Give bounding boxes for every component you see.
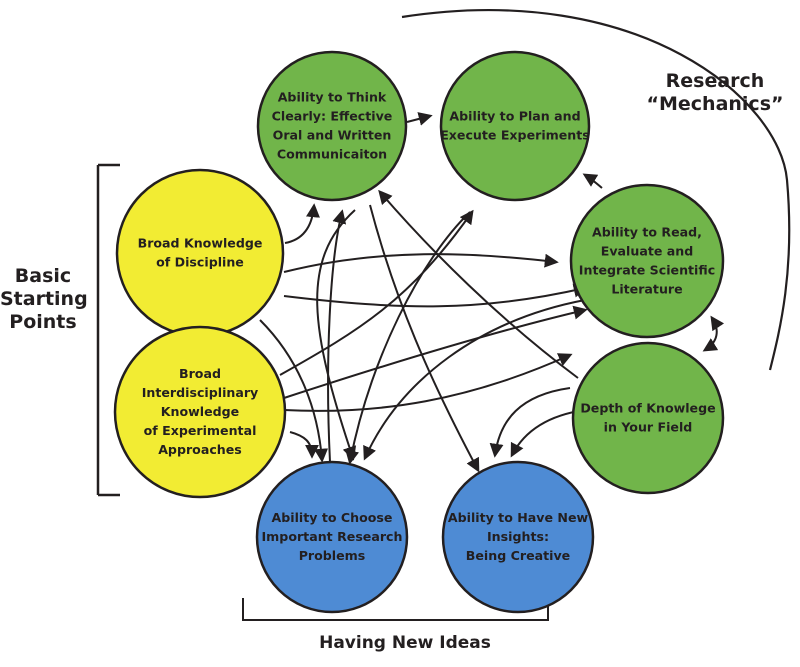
basic-label-line-1: Basic xyxy=(14,265,72,287)
node-label-choose-line-1: Ability to Choose xyxy=(272,510,393,525)
arrow xyxy=(489,387,571,458)
node-label-plan-line-2: Execute Experiments xyxy=(440,128,590,143)
arrow xyxy=(283,253,559,273)
arrow xyxy=(378,189,579,379)
node-label-insight-line-1: Ability to Have New xyxy=(448,510,589,525)
arrow xyxy=(345,211,471,465)
node-depth: Depth of Knowlege in Your Field xyxy=(571,341,725,495)
basic-bracket xyxy=(96,163,120,497)
basic-label-line-3: Points xyxy=(9,311,77,334)
node-label-insight-line-2: Insights: xyxy=(487,529,549,544)
node-label-inter-line-2: Interdisciplinary xyxy=(142,385,259,400)
node-circle-plan xyxy=(439,50,591,202)
arrow xyxy=(702,315,725,352)
node-label-depth-line-2: in Your Field xyxy=(604,420,693,435)
node-label-think-line-4: Communicaiton xyxy=(277,147,387,162)
node-label-read-line-1: Ability to Read, xyxy=(592,225,702,240)
node-label-think-line-3: Oral and Written xyxy=(273,128,392,143)
node-label-read-line-3: Integrate Scientific xyxy=(579,263,715,278)
node-label-inter-line-3: Knowledge xyxy=(161,404,239,419)
arrow xyxy=(369,204,480,473)
arrow xyxy=(284,203,320,244)
node-circle-think xyxy=(256,50,408,202)
arrow xyxy=(259,319,329,463)
node-circle-read xyxy=(569,183,725,339)
having-new-ideas-label: Having New Ideas xyxy=(319,633,491,653)
arrow xyxy=(327,209,347,463)
node-label-inter-line-5: Approaches xyxy=(158,442,242,457)
node-circle-choose xyxy=(255,460,409,614)
node-label-read-line-2: Evaluate and xyxy=(601,244,694,259)
research-mechanics-label: Research “Mechanics” xyxy=(640,70,790,116)
node-broad: Broad Knowledge of Discipline xyxy=(115,168,285,338)
node-circle-depth xyxy=(571,341,725,495)
arrow xyxy=(582,173,603,189)
node-label-inter-line-4: of Experimental xyxy=(144,423,257,438)
node-label-broad-line-2: of Discipline xyxy=(156,255,244,270)
basic-starting-points-label: Basic Starting Points xyxy=(0,265,88,335)
ideas-bracket xyxy=(242,598,549,621)
arrow xyxy=(283,353,573,412)
node-circle-insight xyxy=(441,460,595,614)
arrow xyxy=(289,431,319,459)
arrow-layer xyxy=(259,112,725,473)
node-label-think-line-1: Ability to Think xyxy=(278,90,387,105)
arrow xyxy=(406,112,433,126)
basic-label-line-2: Starting xyxy=(0,288,88,311)
mechanics-label-line-1: Research xyxy=(665,70,765,92)
arrow xyxy=(316,209,357,461)
arrow xyxy=(279,209,474,376)
node-label-read-line-4: Literature xyxy=(611,282,682,297)
node-circle-inter xyxy=(113,325,287,499)
node-label-inter-line-1: Broad xyxy=(179,366,221,381)
node-label-think-line-2: Clearly: Effective xyxy=(272,109,393,124)
node-label-depth-line-1: Depth of Knowlege xyxy=(580,401,715,416)
node-label-choose-line-3: Problems xyxy=(299,548,366,563)
node-label-plan-line-1: Ability to Plan and xyxy=(449,109,580,124)
node-label-insight-line-3: Being Creative xyxy=(466,548,570,563)
node-circle-broad xyxy=(115,168,285,338)
arrow xyxy=(363,299,586,461)
mechanics-arc xyxy=(401,8,791,371)
arrow xyxy=(283,283,588,308)
node-label-choose-line-2: Important Research xyxy=(262,529,403,544)
node-label-broad-line-1: Broad Knowledge xyxy=(138,236,263,251)
mechanics-label-line-2: “Mechanics” xyxy=(646,93,784,116)
